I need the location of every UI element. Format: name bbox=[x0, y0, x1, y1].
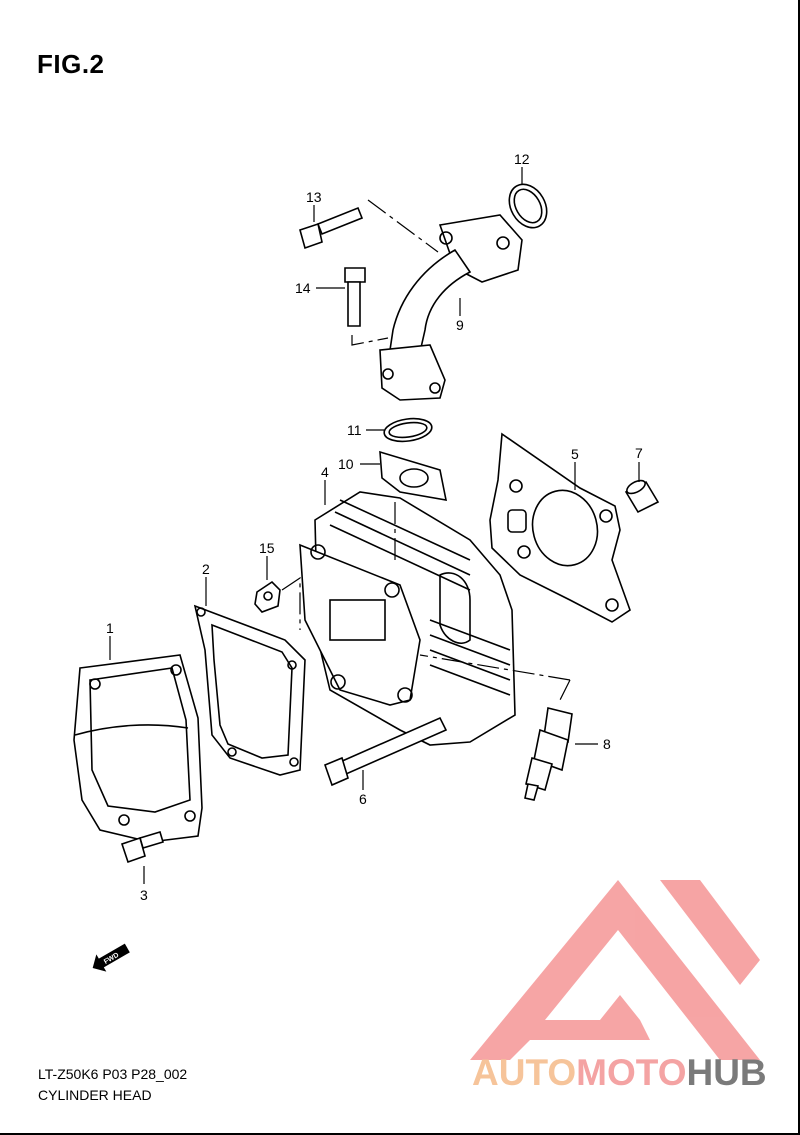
part-15-nut bbox=[254, 580, 281, 613]
diagram-name: CYLINDER HEAD bbox=[38, 1087, 152, 1103]
figure-title: FIG.2 bbox=[37, 49, 105, 79]
callout-14: 14 bbox=[295, 280, 311, 296]
fwd-label: FWD bbox=[103, 952, 120, 966]
part-11-o-ring bbox=[383, 417, 433, 443]
callout-8: 8 bbox=[603, 736, 611, 752]
part-10-insulator bbox=[379, 450, 448, 501]
fwd-arrow-icon: FWD bbox=[92, 943, 130, 972]
part-14-bolt bbox=[344, 267, 366, 327]
watermark-logo bbox=[470, 880, 760, 1060]
diagram-code: LT-Z50K6 P03 P28_002 bbox=[38, 1066, 188, 1082]
leader-lines bbox=[109, 167, 640, 884]
part-8-spark-plug bbox=[524, 707, 573, 801]
part-12-o-ring bbox=[508, 183, 548, 229]
callout-9: 9 bbox=[456, 317, 464, 333]
part-4-cylinder-head bbox=[299, 491, 516, 746]
part-2-gasket bbox=[193, 604, 306, 776]
brand-auto: AUTO bbox=[472, 1052, 577, 1093]
callout-15: 15 bbox=[259, 540, 275, 556]
callout-6: 6 bbox=[359, 791, 367, 807]
brand-moto: MOTO bbox=[576, 1052, 687, 1093]
brand-hub: HUB bbox=[686, 1052, 767, 1093]
part-13-bolt bbox=[299, 206, 364, 250]
callout-3: 3 bbox=[140, 887, 148, 903]
callout-7: 7 bbox=[635, 445, 643, 461]
callout-1: 1 bbox=[106, 620, 114, 636]
callout-11: 11 bbox=[347, 422, 362, 438]
callout-13: 13 bbox=[306, 189, 322, 205]
callout-12: 12 bbox=[514, 151, 530, 167]
watermark-brand-text: AUTOMOTOHUB bbox=[472, 1052, 767, 1094]
part-7-dowel-pin bbox=[624, 479, 660, 514]
part-callouts: 1 2 3 4 5 6 7 8 9 10 11 12 13 14 15 bbox=[106, 151, 643, 903]
callout-10: 10 bbox=[338, 456, 354, 472]
callout-4: 4 bbox=[321, 464, 329, 480]
part-5-exhaust-gasket bbox=[489, 432, 631, 623]
part-1-cylinder-head-cover bbox=[73, 654, 203, 843]
part-6-bolt bbox=[323, 716, 448, 787]
callout-2: 2 bbox=[202, 561, 210, 577]
callout-5: 5 bbox=[571, 446, 579, 462]
reference-lines bbox=[281, 199, 571, 701]
part-9-intake-pipe bbox=[379, 214, 523, 401]
part-3-bolt bbox=[120, 831, 164, 864]
